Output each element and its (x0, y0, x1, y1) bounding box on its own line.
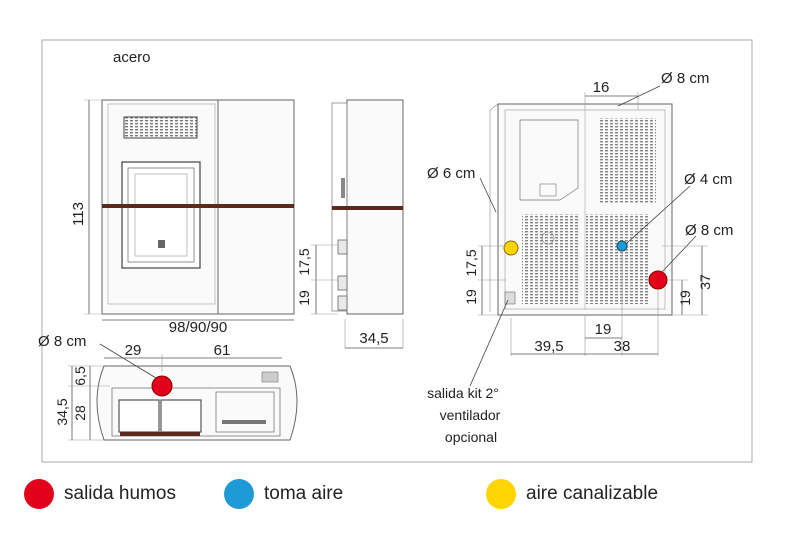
legend-label: toma aire (264, 483, 344, 504)
blue-dot-icon (224, 479, 254, 509)
rear-top-dim: 16 (593, 79, 610, 96)
front-height-label: 113 (70, 202, 87, 226)
rear-right-dim-19: 19 (677, 290, 693, 306)
legend-label: aire canalizable (526, 483, 659, 504)
drawing-frame (41, 39, 753, 463)
rear-flue-outlet (648, 270, 668, 290)
rear-vent-bottom-left (522, 214, 578, 304)
rear-right-diameter: Ø 8 cm (685, 222, 733, 239)
rear-kit-note-line-3: opcional (445, 429, 497, 445)
top-dim-6-5: 6,5 (72, 366, 88, 386)
yellow-dot-icon (486, 479, 516, 509)
rear-vent-top-right (598, 118, 656, 204)
rear-bottom-dim-39-5: 39,5 (534, 338, 563, 355)
rear-vent-bottom-right (586, 214, 650, 304)
side-color-band (332, 206, 403, 210)
front-vent-grille (123, 116, 198, 139)
top-dim-28: 28 (72, 405, 88, 421)
rear-bottom-dim-38: 38 (614, 338, 631, 355)
top-dim-34-5: 34,5 (54, 398, 70, 425)
rear-kit-note-line-2: ventilador (440, 407, 501, 423)
top-view: Ø 8 cm 29 61 6,5 34,5 28 (38, 333, 298, 441)
side-view: 17,5 19 34,5 (296, 99, 404, 349)
rear-top-diameter: Ø 8 cm (661, 70, 709, 87)
rear-left-dim-upper: 17,5 (463, 249, 479, 276)
legend: salida humos toma aire aire canalizable (0, 478, 800, 514)
rear-mid-diameter: Ø 4 cm (684, 171, 732, 188)
red-dot-icon (24, 479, 54, 509)
rear-air-intake (616, 240, 628, 252)
top-dim-right: 61 (214, 342, 231, 359)
rear-view: 16 Ø 8 cm Ø 6 cm Ø 4 cm Ø 8 cm 17,5 19 1… (427, 70, 733, 445)
legend-label: salida humos (64, 483, 176, 504)
legend-item-toma-aire: toma aire (224, 478, 343, 510)
side-dim-upper: 17,5 (296, 248, 312, 275)
side-dim-lower: 19 (296, 290, 312, 306)
front-width-label: 98/90/90 (169, 319, 227, 336)
material-label: acero (113, 49, 151, 66)
side-depth-label: 34,5 (359, 330, 388, 347)
rear-kit-note-line-1: salida kit 2° (427, 385, 499, 401)
top-dim-left: 29 (125, 342, 142, 359)
rear-left-diameter: Ø 6 cm (427, 165, 475, 182)
legend-item-salida-humos: salida humos (24, 478, 176, 510)
rear-bottom-dim-19: 19 (595, 321, 612, 338)
top-flue-diameter: Ø 8 cm (38, 333, 86, 350)
legend-item-aire-canalizable: aire canalizable (486, 478, 658, 510)
rear-right-dim-37: 37 (697, 274, 713, 290)
front-view: 113 98/90/90 (70, 99, 295, 336)
rear-air-inlet-left (503, 240, 519, 256)
top-flue-outlet (151, 375, 173, 397)
rear-left-dim-lower: 19 (463, 289, 479, 305)
